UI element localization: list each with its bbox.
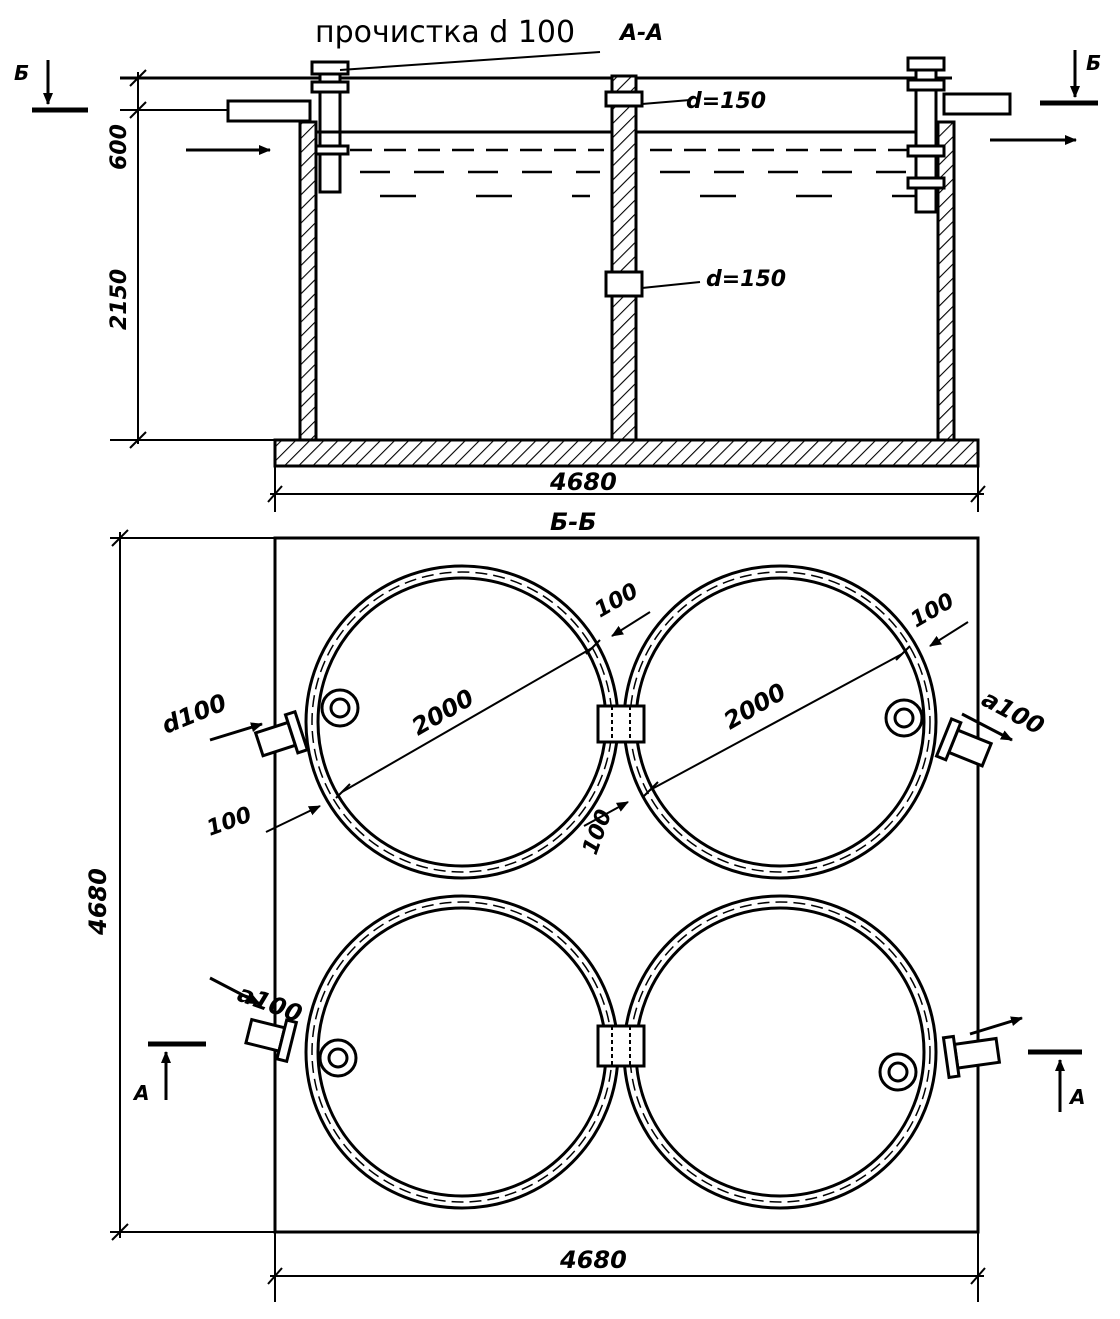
pipe-stub-bottom-right (941, 1034, 1002, 1080)
d100-top-left-label: d100 (158, 688, 231, 739)
mark-a-left-label: А (132, 1081, 149, 1105)
dim-100-top-right-ring: 100 (907, 589, 969, 647)
section-mark-b-right: Б (1040, 50, 1101, 106)
dim-100-a-label: 100 (591, 579, 643, 624)
section-bb-title: Б-Б (550, 508, 597, 536)
dim-100-left-ring-lower: 100 (204, 802, 321, 842)
ring-tank-bottom-right (622, 894, 938, 1210)
connector-bottom (596, 1024, 646, 1068)
dim-2150-label: 2150 (107, 269, 132, 330)
mark-a-right-label: А (1068, 1085, 1085, 1109)
vertical-dimensions: 600 2150 (107, 69, 147, 449)
pipe-stub-bottom-left (244, 1017, 299, 1064)
plan-outline (273, 536, 980, 1234)
cleanout-circle-top-left (320, 688, 360, 728)
dim-100-top-left-ring: 100 (591, 579, 651, 637)
cleanout-leader (339, 51, 601, 71)
top-dim-4680-label: 4680 (549, 468, 617, 496)
mark-b-right-label: Б (1086, 51, 1101, 75)
plan-dim-4680-vertical-label: 4680 (84, 868, 112, 936)
pipe-stub-top-right (934, 717, 994, 768)
middle-pipe-lower: d=150 (604, 267, 786, 298)
top-width-dimension: 4680 (267, 466, 986, 512)
a100-bottom-left-label: a100 (234, 979, 306, 1028)
outlet-pipe (942, 92, 1077, 145)
base-slab (273, 438, 980, 468)
dim-2000-right-label: 2000 (719, 678, 791, 736)
middle-pipe-upper: d=150 (604, 89, 766, 114)
section-mark-a-right: А (1028, 1049, 1085, 1112)
plan-dim-4680-horizontal-label: 4680 (559, 1246, 627, 1274)
plan-height-dimension: 4680 (84, 529, 275, 1241)
a100-top-right-label: a100 (977, 685, 1049, 741)
water-level (350, 148, 930, 198)
right-cleanout-riser (906, 56, 946, 214)
section-mark-a-left: А (132, 1041, 206, 1105)
section-aa-elevation: прочистка d 100 А-А Б Б 600 2150 (14, 15, 1101, 512)
section-mark-b-left: Б (14, 60, 88, 113)
section-aa-title: А-А (618, 21, 663, 46)
dim-100-d-label: 100 (578, 806, 617, 858)
dim-2000-left: 2000 (335, 639, 601, 799)
left-wall (298, 120, 318, 444)
dim-100-b-label: 100 (907, 589, 959, 634)
pipe-stub-top-left (253, 709, 310, 758)
right-wall (936, 120, 956, 444)
dim-2000-right: 2000 (643, 645, 911, 797)
cleanout-circle-top-right (884, 698, 924, 738)
dim-100-c-label: 100 (204, 802, 256, 841)
cleanout-circle-bottom-left (318, 1038, 358, 1078)
cleanout-circle-bottom-right (878, 1052, 918, 1092)
d150-lower-label: d=150 (706, 267, 786, 292)
middle-wall (610, 74, 638, 444)
mark-b-left-label: Б (14, 61, 29, 85)
dim-100-right-ring-lower: 100 (578, 801, 629, 858)
connector-top (596, 704, 646, 744)
cleanout-label: прочистка d 100 (315, 15, 575, 50)
section-bb-plan: Б-Б 4680 4680 (84, 508, 1085, 1302)
dim-2000-left-label: 2000 (407, 684, 479, 742)
dim-600-label: 600 (107, 124, 132, 170)
plan-width-dimension: 4680 (267, 1232, 986, 1302)
d150-upper-label: d=150 (686, 89, 766, 114)
inlet-pipe (186, 99, 312, 155)
left-cleanout-riser (310, 51, 601, 194)
